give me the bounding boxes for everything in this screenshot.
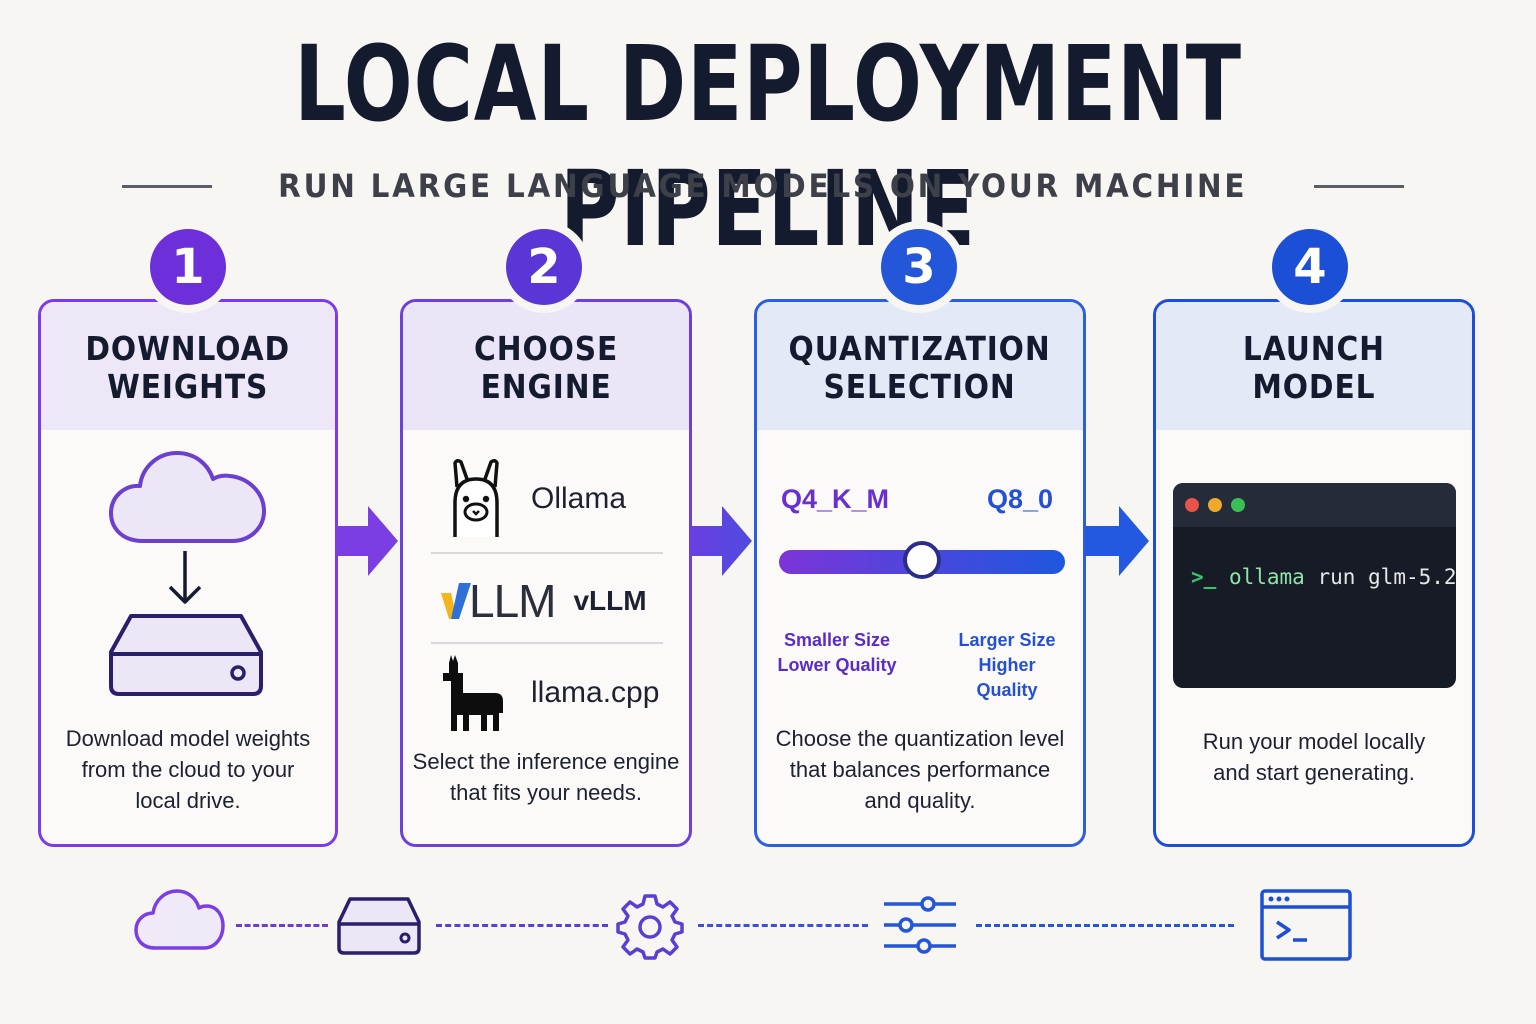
quant-left-note: Smaller Size Lower Quality [777,628,897,678]
vllm-logo-icon [441,583,471,619]
step-header-engine: CHOOSE ENGINE [403,302,689,430]
engine-label-vllm: vLLM [573,585,647,616]
description-line: from the cloud to your [81,757,295,782]
note-line: Larger Size [958,630,1056,650]
quant-left-label: Q4_K_M [781,484,890,514]
step-badge-4: 4 [1272,229,1348,305]
step-description-download: Download model weights from the cloud to… [41,723,335,816]
description-line: Run your model locally [1202,729,1426,754]
vllm-logo-text: LLM [469,575,556,627]
down-arrow-icon [168,551,202,604]
gear-icon [616,894,684,960]
close-dot-icon [1185,498,1199,512]
note-line: Lower Quality [777,655,897,675]
step-title-line2: ENGINE [480,367,612,406]
description-line: that balances performance [789,757,1051,782]
footer-connector [976,924,1234,927]
step-badge-2: 2 [506,229,582,305]
cloud-icon [134,889,225,950]
llama-silhouette-icon [443,655,503,731]
page-title: LOCAL DEPLOYMENT PIPELINE [294,23,1242,270]
footer-connector [698,924,868,927]
subtitle-rule-right [1313,184,1404,188]
description-line: Choose the quantization level [775,726,1065,751]
description-line: Select the inference engine [412,749,680,774]
terminal-titlebar [1173,483,1456,527]
step-card-download: DOWNLOAD WEIGHTS Download model weights … [38,299,338,847]
terminal-cmd: ollama [1228,565,1305,589]
terminal-window: >_ ollama run glm-5.2 [1173,483,1456,688]
terminal-prompt: >_ [1191,565,1217,589]
flow-arrow-3 [1085,506,1149,576]
step-header-launch: LAUNCH MODEL [1156,302,1472,430]
description-line: local drive. [135,788,241,813]
description-line: and start generating. [1213,760,1415,785]
step-description-quantization: Choose the quantization level that balan… [757,723,1083,816]
minimize-dot-icon [1208,498,1222,512]
engine-option-llamacpp[interactable]: llama.cpp [431,648,663,738]
sliders-icon [884,896,956,954]
hard-drive-icon [109,614,263,696]
hard-drive-icon [337,897,421,955]
page-subtitle: RUN LARGE LANGUAGE MODELS ON YOUR MACHIN… [278,167,1248,205]
footer-connector [236,924,328,927]
cloud-icon [109,451,266,543]
flow-arrow-1 [336,506,398,576]
engine-option-ollama[interactable]: Ollama [431,454,663,544]
quant-right-label: Q8_0 [987,484,1054,514]
description-line: and quality. [864,788,976,813]
step-badge-3: 3 [881,229,957,305]
step-header-download: DOWNLOAD WEIGHTS [41,302,335,430]
subtitle-rule-left [122,184,213,188]
subtitle-row: RUN LARGE LANGUAGE MODELS ON YOUR MACHIN… [122,164,1404,208]
llama-face-icon [453,458,499,537]
description-line: that fits your needs. [450,780,642,805]
step-description-launch: Run your model locally and start generat… [1156,726,1472,788]
note-line: Smaller Size [783,630,891,650]
engine-option-vllm[interactable]: LLM vLLM [431,556,663,646]
step-card-quantization: QUANTIZATION SELECTION Q4_K_M Q8_0 Small… [754,299,1086,847]
step-title-line2: WEIGHTS [107,367,269,406]
step-title-line1: DOWNLOAD [85,329,291,368]
engine-divider [431,642,663,644]
step-title-line2: MODEL [1252,367,1376,406]
step-title-line1: LAUNCH [1242,329,1386,368]
engine-divider [431,552,663,554]
terminal-window-icon [1260,889,1352,961]
slider-thumb[interactable] [903,541,941,579]
engine-label-llamacpp: llama.cpp [531,676,660,709]
quant-right-note: Larger Size Higher Quality [947,628,1067,703]
step-card-engine: CHOOSE ENGINE Ollama LLM vLLM llama.cpp … [400,299,692,847]
step-title-line2: SELECTION [823,367,1017,406]
terminal-command: >_ ollama run glm-5.2 [1191,565,1456,589]
terminal-args: run glm-5.2 [1317,565,1456,589]
step-header-quantization: QUANTIZATION SELECTION [757,302,1083,430]
quant-slider[interactable] [779,541,1065,579]
engine-label-ollama: Ollama [531,482,627,515]
step-card-launch: LAUNCH MODEL >_ ollama run glm-5.2 Run y… [1153,299,1475,847]
step-badge-1: 1 [150,229,226,305]
step-title-line1: CHOOSE [473,329,619,368]
description-line: Download model weights [65,726,311,751]
step-description-engine: Select the inference engine that fits yo… [403,746,689,808]
maximize-dot-icon [1231,498,1245,512]
note-line: Higher Quality [976,655,1038,700]
step-title-line1: QUANTIZATION [788,329,1052,368]
flow-arrow-2 [690,506,752,576]
footer-connector [436,924,608,927]
